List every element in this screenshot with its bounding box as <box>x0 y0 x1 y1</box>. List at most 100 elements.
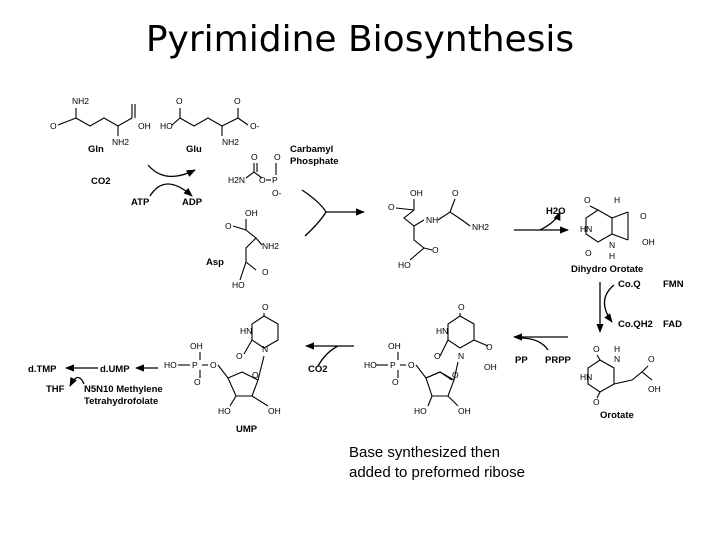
ca-oh: OH <box>410 188 423 198</box>
glu-label: Glu <box>186 144 202 155</box>
fad-label: FAD <box>663 319 682 330</box>
ump-oh-p: OH <box>190 341 203 351</box>
do-oh: OH <box>642 237 655 247</box>
thymidylate-synthase-step: d.TMP d.UMP THF N5N10 Methylene Tetrahyd… <box>28 364 163 407</box>
omp-ho: HO <box>364 360 377 370</box>
omp-o-bottom: O <box>392 377 399 387</box>
carbamyl-phosphate-label-line1: Carbamyl <box>290 144 333 155</box>
caption-line-1: Base synthesized then <box>349 444 500 461</box>
carbamyl-phosphate-structure: Carbamyl Phosphate O O H2N O P O- <box>228 144 339 198</box>
omp-p: P <box>390 360 396 370</box>
omp-oh-right: OH <box>484 362 497 372</box>
condensation-arrow <box>301 189 365 216</box>
cp-o-right: O <box>259 175 266 185</box>
cp-o-mid: O <box>274 152 281 162</box>
omp-o-ester: O <box>408 360 415 370</box>
ump-hn: HN <box>240 326 252 336</box>
thf-label: THF <box>46 384 65 395</box>
omp-ho-sugar: HO <box>414 406 427 416</box>
decarboxylation-arrow: CO2 <box>305 342 354 375</box>
do-h-bottom: H <box>609 251 615 261</box>
ca-o-right: O <box>388 202 395 212</box>
coqh2-label: Co.QH2 <box>618 319 653 330</box>
glu-o-minus: O- <box>250 121 260 131</box>
do-n: N <box>609 240 615 250</box>
ump-ho-sugar: HO <box>218 406 231 416</box>
ribosylation-arrow: PP PRPP <box>513 333 572 366</box>
dump-label: d.UMP <box>100 364 130 375</box>
cp-p: P <box>272 175 278 185</box>
ump-o-bottom: O <box>194 377 201 387</box>
fmn-label: FMN <box>663 279 684 290</box>
gln-label: Gln <box>88 144 104 155</box>
or-o-right: O <box>648 354 655 364</box>
caption: Base synthesized then added to preformed… <box>349 443 525 483</box>
adp-label: ADP <box>182 197 203 208</box>
atp-label: ATP <box>131 197 150 208</box>
dtmp-label: d.TMP <box>28 364 57 375</box>
gln-nh2-bottom: NH2 <box>112 137 129 147</box>
ca-ho: HO <box>398 260 411 270</box>
ca-nh: NH <box>426 215 438 225</box>
h2o-label: H2O <box>546 206 566 217</box>
gln-nh2-top: NH2 <box>72 96 89 106</box>
ca-o-bottom: O <box>432 245 439 255</box>
co2-top-label: CO2 <box>91 176 111 187</box>
ump-ho: HO <box>164 360 177 370</box>
oxidation-arrow: Co.Q FMN Co.QH2 FAD <box>596 279 684 333</box>
do-o-bottom: O <box>585 248 592 258</box>
gln-o: O <box>50 121 57 131</box>
aspartate-structure: OH O NH2 O HO Asp <box>206 208 279 290</box>
dihydro-orotate-label: Dihydro Orotate <box>571 264 643 275</box>
ump-label: UMP <box>236 424 258 435</box>
glu-o-right: O <box>234 96 241 106</box>
ca-o-top: O <box>452 188 459 198</box>
omp-hn: HN <box>436 326 448 336</box>
dehydration-arrow: H2O <box>514 206 569 234</box>
carbamoyl-aspartate-structure: OH O O NH NH2 O HO <box>388 188 489 270</box>
ump-o-top: O <box>262 302 269 312</box>
or-oh: OH <box>648 384 661 394</box>
pp-label: PP <box>515 355 528 366</box>
asp-oh: OH <box>245 208 258 218</box>
omp-o-ring: O <box>486 342 493 352</box>
asp-nh2: NH2 <box>262 241 279 251</box>
asp-o-bottom: O <box>262 267 269 277</box>
omp-structure: O HN OH O O N HO P O OH O O HO OH <box>364 302 497 416</box>
ump-p: P <box>192 360 198 370</box>
ump-structure: O HN OH O N HO P O O O HO OH UMP <box>164 302 281 435</box>
cp-o-minus: O- <box>272 188 282 198</box>
do-o-top: O <box>584 195 591 205</box>
asp-ho: HO <box>232 280 245 290</box>
dihydro-orotate-structure: O H O HN OH O N H Dihydro Orotate <box>571 195 655 275</box>
cp-h2n: H2N <box>228 175 245 185</box>
or-o-top: O <box>593 344 600 354</box>
n5n10-label-line1: N5N10 Methylene <box>84 384 163 395</box>
coq-label: Co.Q <box>618 279 641 290</box>
asp-o-top: O <box>225 221 232 231</box>
omp-o-mid: O <box>434 351 441 361</box>
carbamyl-phosphate-label-line2: Phosphate <box>290 156 339 167</box>
slide-title: Pyrimidine Biosynthesis <box>145 19 575 60</box>
ump-o-ester: O <box>210 360 217 370</box>
do-h-top: H <box>614 195 620 205</box>
caption-line-2: added to preformed ribose <box>349 464 525 481</box>
orotate-structure: O H N O HN OH O Orotate <box>580 344 661 421</box>
cp-o-top: O <box>251 152 258 162</box>
or-o-bottom: O <box>593 397 600 407</box>
ump-o-sugar: O <box>252 370 259 380</box>
ump-o-ring: O <box>236 351 243 361</box>
omp-oh-sugar: OH <box>458 406 471 416</box>
prpp-label: PRPP <box>545 355 572 366</box>
omp-n: N <box>458 351 464 361</box>
or-h: H <box>614 344 620 354</box>
step1-arrows: CO2 ATP ADP <box>91 164 203 208</box>
glu-o-left: O <box>176 96 183 106</box>
do-o-right: O <box>640 211 647 221</box>
omp-o-top: O <box>458 302 465 312</box>
glu-nh2: NH2 <box>222 137 239 147</box>
ca-nh2: NH2 <box>472 222 489 232</box>
n5n10-label-line2: Tetrahydrofolate <box>84 396 158 407</box>
omp-oh-p: OH <box>388 341 401 351</box>
